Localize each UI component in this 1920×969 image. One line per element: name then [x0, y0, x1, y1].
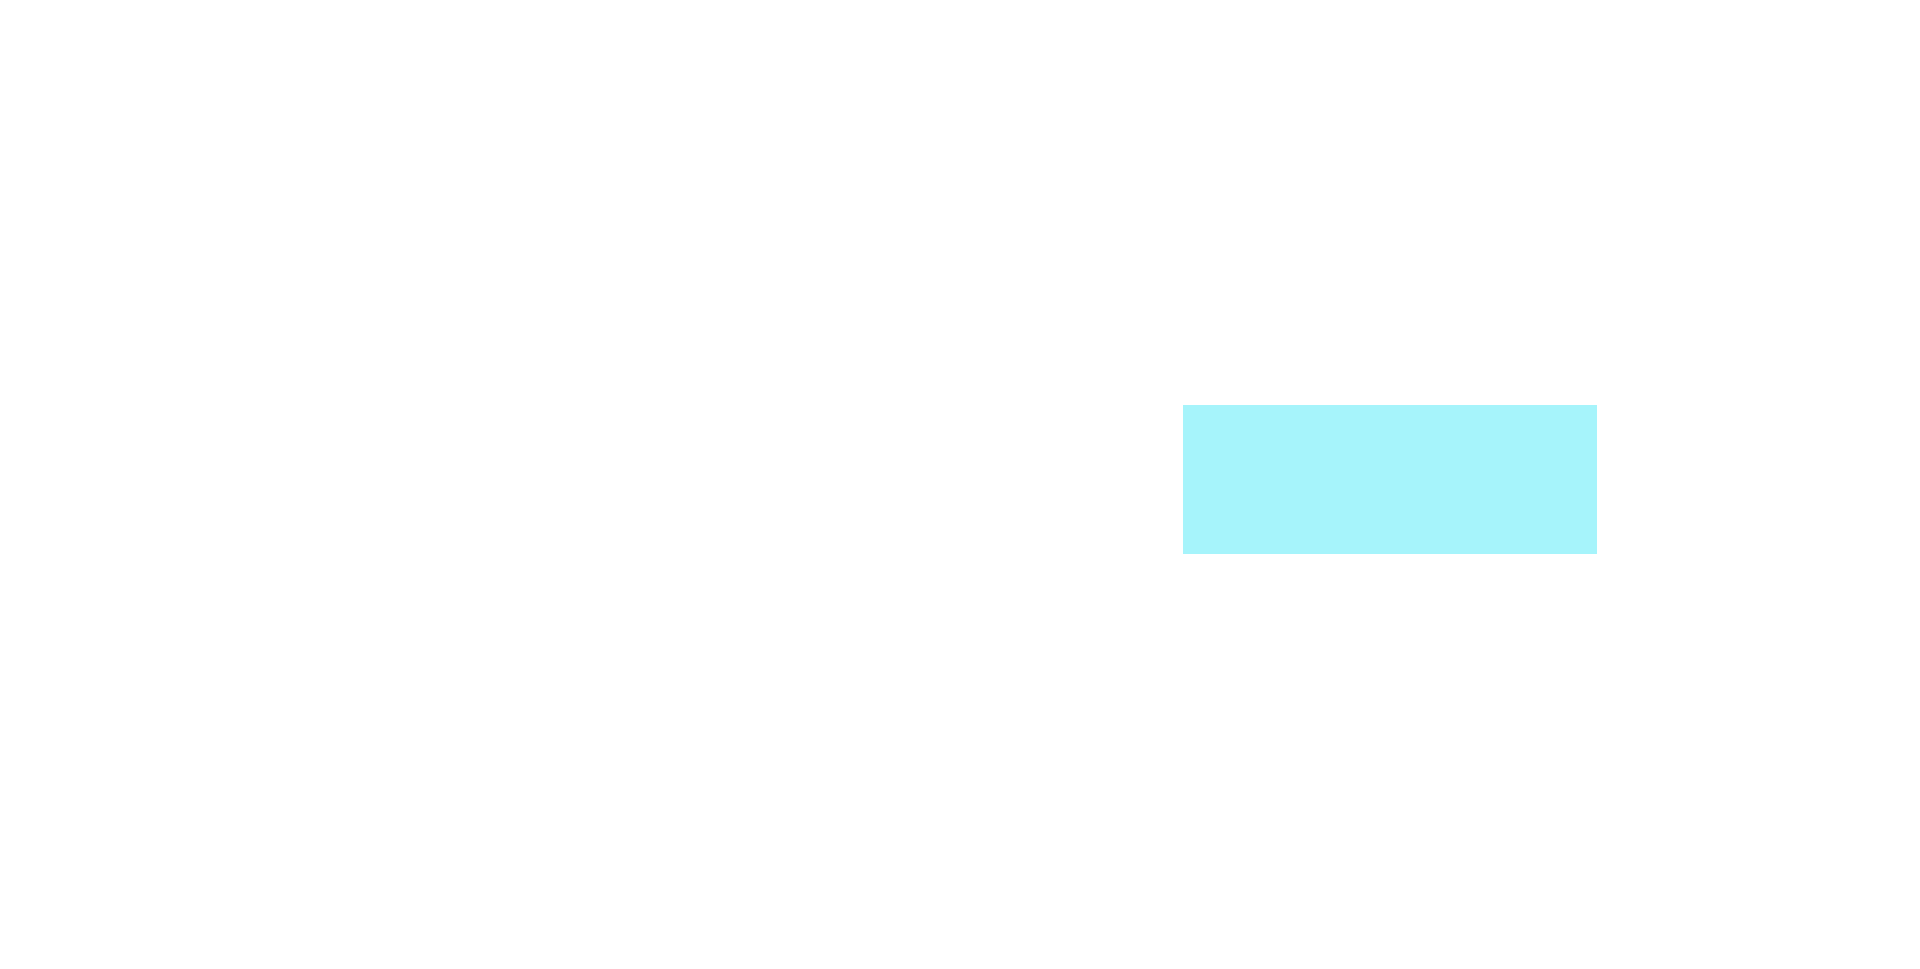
cyan-highlight-rectangle	[1183, 405, 1597, 554]
